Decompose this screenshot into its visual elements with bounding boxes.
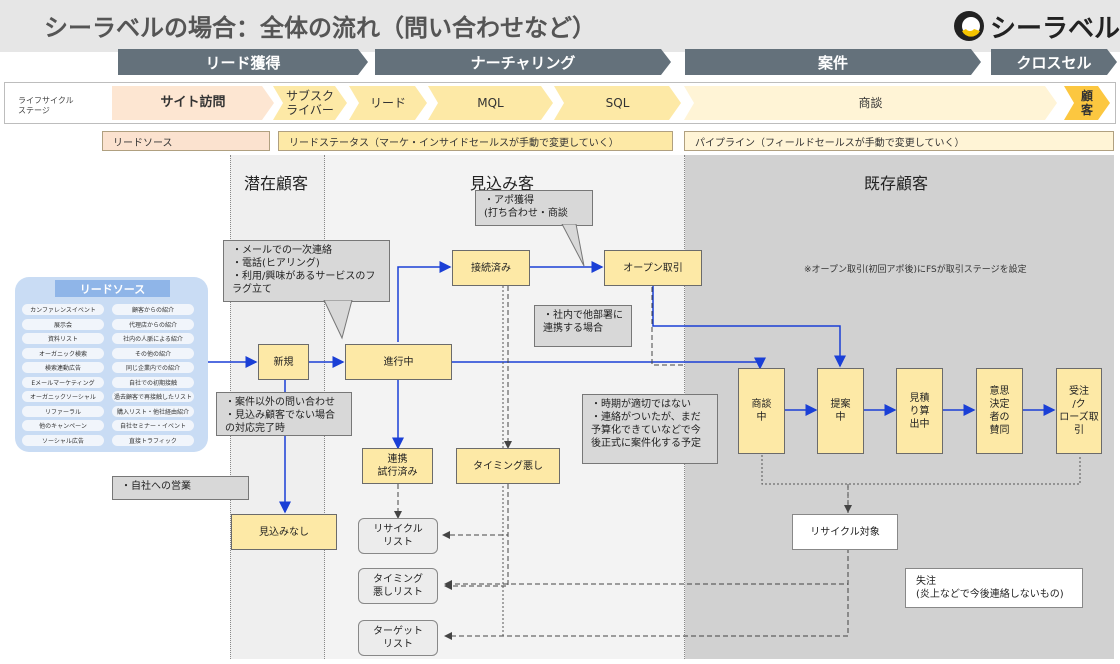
lead-source-item: 顧客からの紹介 [112,304,194,315]
phase-deal: 案件 [685,49,981,75]
node-lost: 失注 (炎上などで今後連絡しないもの) [905,568,1083,608]
lead-source-item: 資料リスト [22,333,104,344]
zone-prospect-label: 見込み客 [470,174,535,193]
lead-source-item: 社内の人脈による紹介 [112,333,194,344]
callout-appointment: ・アポ獲得 (打ち合わせ・商談 [475,190,593,226]
lead-status-bar: リードステータス（マーケ・インサイドセールスが手動で変更していく） [278,131,673,151]
lead-source-item: オーガニックソーシャル [22,391,104,402]
lead-source-item: リファーラル [22,405,104,417]
node-timing-list: タイミング 悪しリスト [358,568,438,604]
lead-source-item: 他のキャンペーン [22,420,104,431]
node-closed: 受注 /ク ローズ取 引 [1056,368,1102,454]
stage-site-visit: サイト訪問 [112,86,274,120]
node-proposal: 提案 中 [817,368,864,454]
node-target-list: ターゲット リスト [358,620,438,656]
pipeline-bar: パイプライン（フィールドセールスが手動で変更していく） [684,131,1114,151]
stage-lead: リード [349,86,427,120]
stage-sql: SQL [554,86,681,120]
zone-latent-label: 潜在顧客 [244,174,309,193]
lead-source-item: 同じ企業内での紹介 [112,362,194,373]
logo: シーラベル [952,6,1120,46]
lead-source-item: 展示会 [22,318,104,330]
title-bar [0,0,1120,52]
lifecycle-label: ライフサイクル ステージ [18,96,74,115]
callout-contact-pointer [323,300,353,340]
node-new: 新規 [258,344,309,380]
node-in-progress: 進行中 [345,344,452,380]
callout-internal: ・社内で他部署に 連携する場合 [534,305,632,347]
page-title: シーラベルの場合：全体の流れ（問い合わせなど） [44,14,596,42]
open-deal-note: ※オープン取引(初回アポ後)にFSが取引ステージを設定 [804,265,1027,275]
lead-source-bar: リードソース [102,131,270,151]
stage-mql: MQL [428,86,553,120]
node-tried: 連携 試行済み [362,448,433,484]
callout-no-case: ・案件以外の問い合わせ ・見込み顧客でない場合 の対応完了時 [216,392,352,436]
phase-lead-acquisition: リード獲得 [118,49,368,75]
logo-text: シーラベル [990,13,1120,44]
callout-contact: ・メールでの一次連絡 ・電話(ヒアリング) ・利用/興味があるサービスのフラグ立… [223,240,390,302]
callout-timing: ・時期が適切ではない ・連絡がついたが、まだ 予算化できていなどで今 後正式に案… [582,394,718,464]
lead-source-item: 代理店からの紹介 [112,318,194,330]
node-bad-timing: タイミング悪し [456,448,560,484]
stage-deal: 商談 [684,86,1057,120]
lead-source-item: 自社セミナー・イベント [112,420,194,431]
lead-source-title: リードソース [55,280,170,297]
node-estimate: 見積 り算 出中 [896,368,943,454]
phase-nurturing: ナーチャリング [375,49,671,75]
node-recycle-target: リサイクル対象 [792,514,898,550]
lead-source-item: 自社での初期接触 [112,376,194,388]
lead-source-item: ソーシャル広告 [22,434,104,446]
lead-source-item: 過去顧客で再接触したリスト [112,391,194,402]
lead-source-item: その他の紹介 [112,347,194,359]
callout-self-sales: ・自社への営業 [112,476,249,500]
lead-source-item: オーガニック検索 [22,347,104,359]
phase-cross-sell: クロスセル [991,49,1117,75]
lead-source-item: 直接トラフィック [112,434,194,446]
lead-source-item: カンファレンスイベント [22,304,104,315]
logo-icon [954,11,984,41]
callout-appointment-pointer [561,224,585,267]
node-negotiation: 商談 中 [738,368,785,454]
lead-source-item: 購入リスト・他社経由紹介 [112,405,194,417]
node-no-prospect: 見込みなし [231,514,337,550]
node-open-deal: オープン取引 [604,250,702,286]
node-decision: 意思 決定 者の 賛同 [976,368,1023,454]
node-connected: 接続済み [452,250,530,286]
lead-source-item: Eメールマーケティング [22,376,104,388]
zone-existing-label: 既存顧客 [864,174,929,193]
lead-source-item: 検索連動広告 [22,362,104,373]
node-recycle-list: リサイクル リスト [358,518,438,554]
stage-subscriber: サブスク ライバー [273,86,347,120]
